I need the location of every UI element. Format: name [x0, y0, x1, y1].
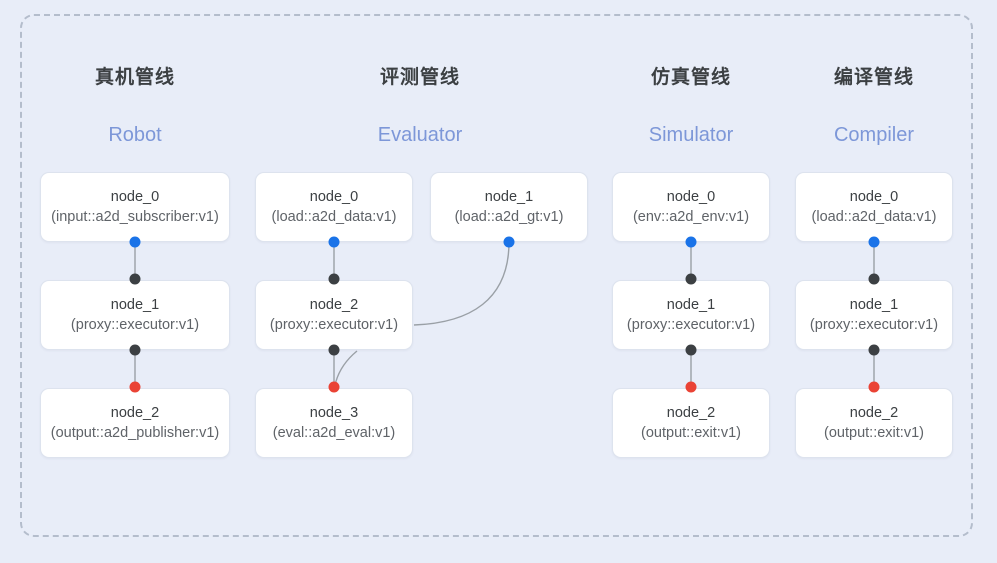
port-in-eval-node-2[interactable] [328, 273, 340, 285]
port-out-comp-node-1[interactable] [868, 344, 880, 356]
node-label-name: node_1 [484, 189, 534, 205]
port-in-eval-node-3[interactable] [328, 381, 340, 393]
port-in-comp-node-2[interactable] [868, 381, 880, 393]
node-label-type: (env::a2d_env:v1) [632, 209, 750, 225]
node-comp-node-1[interactable]: node_1 (proxy::executor:v1) [795, 280, 953, 350]
node-label-type: (output::a2d_publisher:v1) [50, 425, 220, 441]
pipeline-title-robot: 真机管线 [94, 67, 175, 88]
node-label-name: node_1 [666, 297, 716, 313]
node-label-name: node_1 [110, 297, 160, 313]
port-out-eval-node-2[interactable] [328, 344, 340, 356]
node-robot-node-1[interactable]: node_1 (proxy::executor:v1) [40, 280, 230, 350]
node-sim-node-1[interactable]: node_1 (proxy::executor:v1) [612, 280, 770, 350]
pipeline-title-simulator: 仿真管线 [650, 67, 731, 88]
port-out-comp-node-0[interactable] [868, 236, 880, 248]
port-out-eval-node-1[interactable] [503, 236, 515, 248]
node-label-name: node_2 [849, 405, 899, 421]
port-in-comp-node-1[interactable] [868, 273, 880, 285]
pipeline-title-compiler: 编译管线 [833, 67, 914, 88]
node-label-type: (load::a2d_data:v1) [811, 209, 937, 225]
node-label-type: (proxy::executor:v1) [626, 317, 756, 333]
node-label-type: (proxy::executor:v1) [809, 317, 939, 333]
node-label-name: node_0 [666, 189, 716, 205]
node-label-type: (input::a2d_subscriber:v1) [51, 209, 219, 225]
node-label-type: (output::exit:v1) [641, 425, 741, 441]
node-label-type: (proxy::executor:v1) [70, 317, 200, 333]
pipeline-group-frame [20, 14, 973, 537]
node-eval-node-0[interactable]: node_0 (load::a2d_data:v1) [255, 172, 413, 242]
pipeline-subtitle-compiler: Compiler [833, 124, 915, 146]
node-robot-node-0[interactable]: node_0 (input::a2d_subscriber:v1) [40, 172, 230, 242]
port-out-eval-node-0[interactable] [328, 236, 340, 248]
node-label-type: (load::a2d_data:v1) [271, 209, 397, 225]
node-robot-node-2[interactable]: node_2 (output::a2d_publisher:v1) [40, 388, 230, 458]
pipeline-title-evaluator: 评测管线 [379, 67, 460, 88]
port-in-sim-node-2[interactable] [685, 381, 697, 393]
port-out-sim-node-0[interactable] [685, 236, 697, 248]
node-label-name: node_1 [849, 297, 899, 313]
pipeline-subtitle-evaluator: Evaluator [377, 124, 463, 146]
node-label-name: node_2 [309, 297, 359, 313]
node-label-name: node_3 [309, 405, 359, 421]
node-comp-node-2[interactable]: node_2 (output::exit:v1) [795, 388, 953, 458]
port-out-robot-node-0[interactable] [129, 236, 141, 248]
port-in-robot-node-2[interactable] [129, 381, 141, 393]
node-sim-node-0[interactable]: node_0 (env::a2d_env:v1) [612, 172, 770, 242]
node-label-name: node_0 [309, 189, 359, 205]
port-in-sim-node-1[interactable] [685, 273, 697, 285]
port-out-sim-node-1[interactable] [685, 344, 697, 356]
node-label-type: (eval::a2d_eval:v1) [272, 425, 396, 441]
node-label-name: node_0 [849, 189, 899, 205]
node-label-name: node_2 [110, 405, 160, 421]
pipeline-subtitle-simulator: Simulator [648, 124, 734, 146]
pipeline-subtitle-robot: Robot [108, 124, 162, 146]
node-eval-node-2[interactable]: node_2 (proxy::executor:v1) [255, 280, 413, 350]
node-eval-node-3[interactable]: node_3 (eval::a2d_eval:v1) [255, 388, 413, 458]
node-label-type: (proxy::executor:v1) [269, 317, 399, 333]
node-label-name: node_0 [110, 189, 160, 205]
port-out-robot-node-1[interactable] [129, 344, 141, 356]
node-label-name: node_2 [666, 405, 716, 421]
node-sim-node-2[interactable]: node_2 (output::exit:v1) [612, 388, 770, 458]
node-label-type: (load::a2d_gt:v1) [454, 209, 564, 225]
port-in-robot-node-1[interactable] [129, 273, 141, 285]
node-label-type: (output::exit:v1) [824, 425, 924, 441]
node-eval-node-1[interactable]: node_1 (load::a2d_gt:v1) [430, 172, 588, 242]
node-comp-node-0[interactable]: node_0 (load::a2d_data:v1) [795, 172, 953, 242]
